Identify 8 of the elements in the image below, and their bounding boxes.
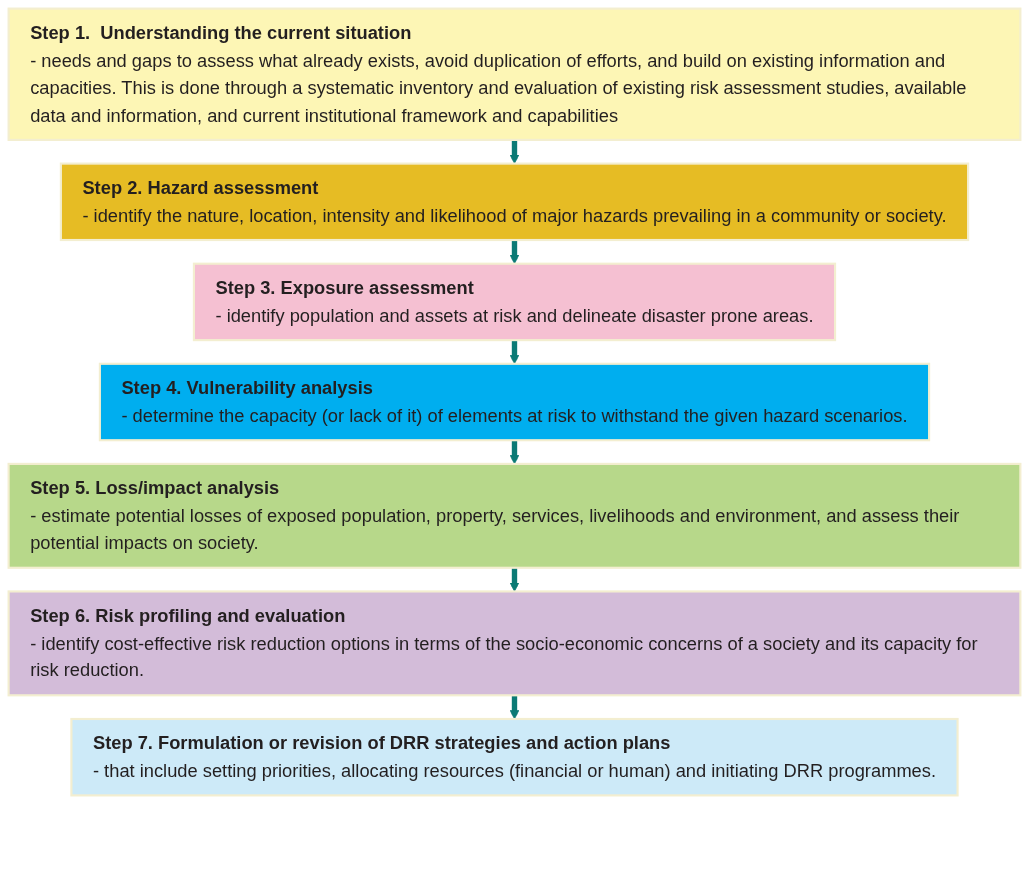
node-box: Step 6. Risk profiling and evaluation - identify cost-effective risk reduction options in terms of the socio-economic concerns of a society and its capacity for risk reduction.: [7, 590, 1022, 697]
node-box: Step 7. Formulation or revision of DRR strategies and action plans - that include setting priorities, allocating resources (financial or human) and initiating DRR programmes.: [70, 717, 959, 797]
node-box: Step 4. Vulnerability analysis - determine the capacity (or lack of it) of elements at risk to withstand the given hazard scenarios.: [98, 362, 931, 442]
node-box: Step 5. Loss/impact analysis - estimate potential losses of exposed population, property, services, livelihoods and environment, and assess their potential impacts on society.: [7, 462, 1022, 569]
node-box: Step 3. Exposure assessment - identify population and assets at risk and delineate disaster prone areas.: [192, 262, 837, 342]
arrow: [509, 567, 520, 592]
node-box: Step 2. Hazard assessment - identify the nature, location, intensity and likelihood of major hazards prevailing in a community or society.: [59, 162, 970, 242]
node-box: Step 1. Understanding the current situation - needs and gaps to assess what already exists, avoid duplication of efforts, and build on existing information and capacities. This is done through a systematic inventory and evaluation of existing risk assessment studies, available data and information, and current institutional framework and capabilities: [7, 7, 1022, 141]
